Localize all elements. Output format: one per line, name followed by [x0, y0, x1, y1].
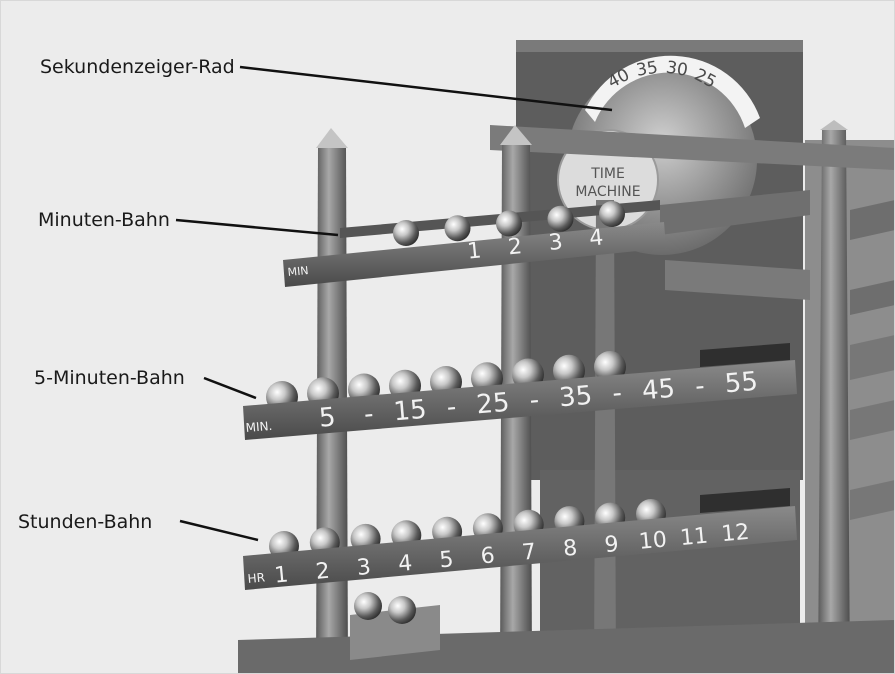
rail-number: 1: [466, 238, 482, 264]
five-minute-rail: MIN. 5-15-25-35-45-55: [243, 351, 797, 440]
rail-number: 35: [558, 381, 593, 414]
rail-number: 10: [638, 527, 668, 554]
label-second-wheel: Sekundenzeiger-Rad: [40, 56, 235, 78]
rail-number: 2: [315, 559, 331, 585]
rail-number: -: [446, 392, 458, 423]
rail-number: -: [611, 378, 623, 409]
rail-number: 8: [562, 536, 578, 562]
steel-ball: [496, 210, 522, 237]
rail-number: 5: [438, 547, 454, 573]
label-minute-rail: Minuten-Bahn: [38, 209, 170, 231]
rail-number: 11: [679, 524, 709, 551]
rail-number: 15: [392, 395, 427, 428]
rail-number: 55: [724, 367, 759, 400]
rail-number: 4: [588, 225, 604, 251]
top-crossbar: [490, 125, 895, 170]
rail-number: -: [528, 385, 540, 416]
rail-number: -: [694, 371, 706, 402]
dial-number: 30: [665, 58, 690, 81]
rail-number: 3: [547, 230, 563, 256]
rail-number: 4: [397, 551, 413, 577]
right-post: [818, 130, 850, 674]
rail-number: 5: [318, 402, 337, 433]
rail-number: 45: [641, 374, 676, 407]
steel-ball: [393, 220, 419, 246]
five-minute-rail-pointer: [203, 376, 257, 400]
hour-rail-bar: [243, 506, 797, 590]
steel-ball: [547, 205, 574, 232]
rail-number: 7: [521, 540, 537, 566]
five-minute-rail-tag: MIN.: [245, 419, 273, 435]
rail-number: 9: [604, 532, 620, 558]
base-reservoir: [238, 620, 895, 674]
rail-number: 12: [720, 520, 750, 547]
rail-number: -: [363, 399, 375, 430]
five-minute-rail-bar: [243, 360, 797, 440]
steel-ball: [599, 201, 625, 227]
five-minute-numbers: 5-15-25-35-45-55: [318, 367, 759, 434]
minute-rail-tag: MIN: [287, 264, 309, 279]
minute-rail-pointer: [175, 218, 339, 237]
rail-number: 6: [480, 543, 496, 569]
minute-rail-bar: [283, 222, 666, 287]
dial-brand-line2: MACHINE: [575, 184, 640, 200]
label-five-minute-rail: 5-Minuten-Bahn: [34, 367, 185, 389]
hour-rail-pointer: [179, 519, 259, 542]
dial-number: 35: [635, 58, 660, 81]
label-hour-rail: Stunden-Bahn: [18, 511, 152, 533]
second-wheel-pointer: [239, 65, 613, 112]
hour-rail-tag: HR: [247, 570, 266, 586]
rail-number: 2: [507, 234, 523, 260]
minute-balls: [393, 201, 625, 246]
rail-number: 3: [356, 555, 372, 581]
rail-number: 1: [273, 562, 289, 588]
dial-brand-line1: TIME: [590, 166, 625, 182]
steel-ball: [444, 215, 471, 242]
rail-number: 25: [475, 388, 510, 421]
